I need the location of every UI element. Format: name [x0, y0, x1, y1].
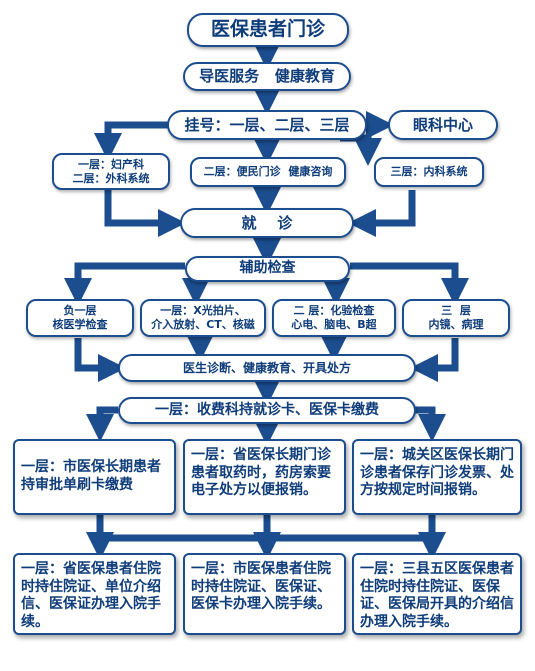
check-2-line-1: 一层：X光拍片、	[160, 304, 246, 318]
arrow-aux-check4	[350, 262, 469, 306]
check-4-line-1: 三 层	[441, 304, 471, 318]
registration-label: 挂号：一层、二层、三层	[184, 115, 350, 134]
payment-label: 一层：收费科持就诊卡、医保卡缴费	[155, 401, 379, 418]
check-2-line-2: 介入放射、CT、核磁	[151, 318, 255, 331]
diagnosis-label: 医生诊断、健康教育、开具处方	[182, 360, 351, 375]
clinic-middle-node: 二层：便民门诊 健康咨询	[190, 157, 346, 187]
inpatient-1-text: 一层：省医保患者住院时持住院证、单位介绍信、医保证办理入院手续。	[21, 561, 161, 630]
inpatient-3-text: 一层：三县五区医保患者住院时持住院证、医保证、医保局开具的介绍信办理入院手续。	[360, 561, 514, 630]
arrow-registration-left	[94, 121, 180, 161]
eye-center-label: 眼科中心	[412, 115, 473, 134]
check-1-line-1: 负一层	[63, 304, 97, 318]
clinic-left-node: 一层：妇产科 二层：外科系统	[52, 153, 170, 190]
consult-label: 就 诊	[241, 213, 293, 232]
check-4-line-2: 内镜、病理	[428, 318, 484, 331]
registration-node: 挂号：一层、二层、三层	[167, 110, 367, 140]
guide-node: 导医服务 健康教育	[183, 62, 351, 91]
arrow-registration-right	[340, 134, 382, 166]
check-3-line-1: 二 层：化验检查	[293, 304, 375, 318]
inpatient-box-2: 一层：市医保患者住院时持住院证、医保证、医保卡办理入院手续。	[183, 553, 346, 635]
guide-label: 导医服务 健康教育	[199, 67, 335, 86]
aux-check-node: 辅助检查	[185, 256, 350, 282]
clinic-left-line-2: 二层：外科系统	[72, 171, 150, 185]
title-label: 医保患者门诊	[210, 18, 325, 41]
inpatient-2-text: 一层：市医保患者住院时持住院证、医保证、医保卡办理入院手续。	[191, 561, 331, 612]
check-node-3: 二 层：化验检查 心电、脑电、B超	[272, 299, 396, 337]
inpatient-box-1: 一层：省医保患者住院时持住院证、单位介绍信、医保证办理入院手续。	[13, 553, 176, 635]
clinic-left-line-1: 一层：妇产科	[78, 157, 144, 171]
payment-node: 一层：收费科持就诊卡、医保卡缴费	[118, 397, 416, 424]
consult-node: 就 诊	[180, 208, 354, 238]
arrow-right-consult	[348, 190, 416, 237]
inpatient-box-3: 一层：三县五区医保患者住院时持住院证、医保证、医保局开具的介绍信办理入院手续。	[352, 553, 522, 635]
reimburse-box-3: 一层：城关区医保长期门诊患者保存门诊发票、处方按规定时间报销。	[352, 439, 522, 515]
reimburse-box-1: 一层：市医保长期患者持审批单刷卡缴费	[13, 439, 176, 515]
title-node: 医保患者门诊	[187, 13, 349, 47]
reimburse-box-2: 一层：省医保长期门诊患者取药时，药房索要电子处方以便报销。	[183, 439, 346, 515]
check-node-4: 三 层 内镜、病理	[402, 299, 510, 337]
reimburse-1-text: 一层：市医保长期患者持审批单刷卡缴费	[21, 459, 161, 493]
arrow-check4-diagnosis	[410, 338, 459, 382]
check-3-line-2: 心电、脑电、B超	[291, 318, 377, 331]
aux-check-label: 辅助检查	[239, 260, 296, 277]
check-node-2: 一层：X光拍片、 介入放射、CT、核磁	[140, 299, 266, 337]
arrow-left-consult	[104, 190, 186, 237]
reimburse-3-text: 一层：城关区医保长期门诊患者保存门诊发票、处方按规定时间报销。	[360, 447, 514, 498]
check-node-1: 负一层 核医学检查	[26, 299, 134, 337]
clinic-right-label: 三层：内科系统	[390, 165, 468, 179]
reimburse-2-text: 一层：省医保长期门诊患者取药时，药房索要电子处方以便报销。	[191, 447, 331, 498]
arrow-aux-check1	[64, 262, 185, 306]
clinic-middle-label: 二层：便民门诊 健康咨询	[203, 165, 333, 179]
check-1-line-2: 核医学检查	[52, 318, 108, 331]
arrow-check1-diagnosis	[74, 338, 126, 382]
clinic-right-node: 三层：内科系统	[374, 157, 484, 187]
arrow-payment-reimburse3	[414, 406, 446, 442]
diagnosis-node: 医生诊断、健康教育、开具处方	[118, 354, 416, 382]
arrow-payment-reimburse1	[86, 406, 118, 442]
eye-center-node: 眼科中心	[388, 110, 498, 140]
